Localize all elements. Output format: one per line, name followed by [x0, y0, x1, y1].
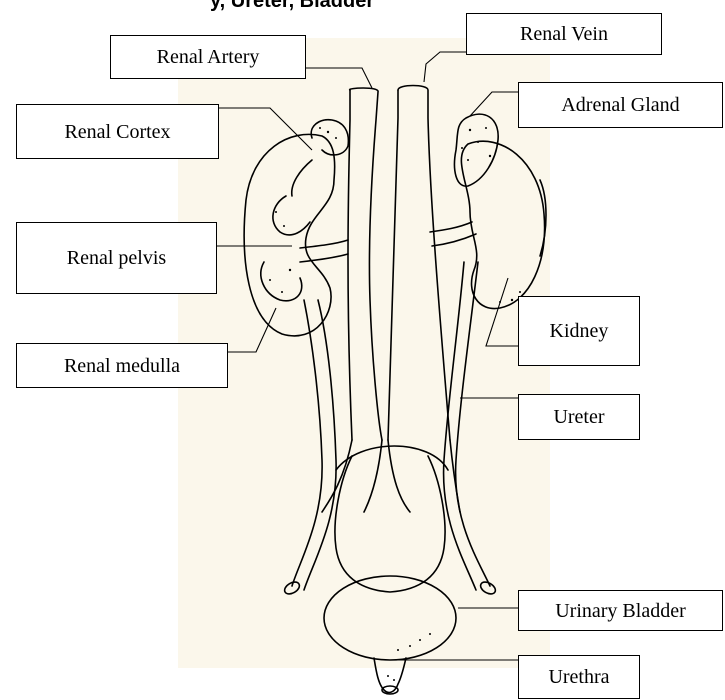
label-kidney: Kidney	[518, 296, 640, 366]
label-adrenal-gland: Adrenal Gland	[518, 82, 723, 128]
label-urethra: Urethra	[518, 655, 640, 699]
label-renal-pelvis: Renal pelvis	[16, 222, 217, 294]
label-ureter: Ureter	[518, 394, 640, 440]
label-renal-medulla: Renal medulla	[16, 343, 228, 388]
label-renal-vein: Renal Vein	[466, 13, 662, 55]
label-renal-cortex: Renal Cortex	[16, 104, 219, 159]
paper-background	[178, 38, 550, 668]
label-renal-artery: Renal Artery	[110, 35, 306, 79]
label-urinary-bladder: Urinary Bladder	[518, 590, 723, 631]
